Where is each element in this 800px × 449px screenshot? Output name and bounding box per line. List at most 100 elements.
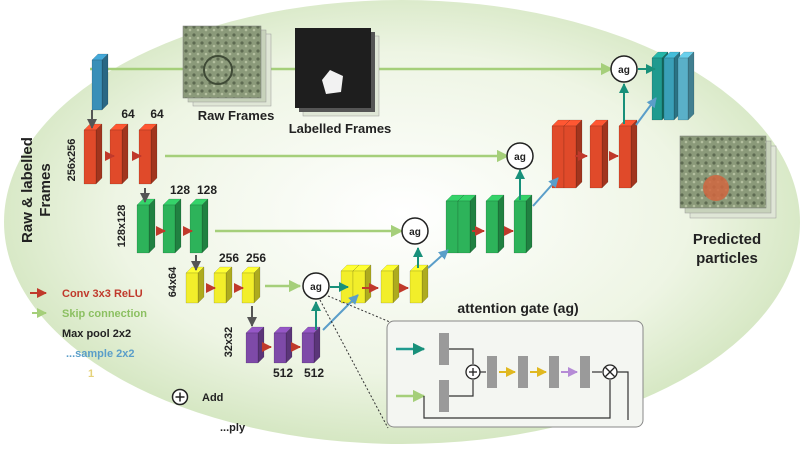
channel-label: 256 [219, 251, 239, 265]
side-title: Raw & labelled Frames [19, 137, 54, 243]
svg-text:ag: ag [409, 227, 421, 238]
inset-block [439, 333, 449, 365]
attention-gate-2: ag [506, 142, 534, 170]
svg-text:Frames: Frames [37, 163, 54, 216]
resolution-label-32: 32x32 [223, 327, 235, 358]
feature-block-24-front [651, 57, 663, 121]
attention-gate-4: ag [302, 272, 330, 300]
feature-block-2-side [150, 123, 158, 185]
feature-block-23-side [630, 119, 638, 189]
legend-upsample: ...sample 2x2 [66, 348, 135, 360]
feature-block-14-side [392, 264, 400, 304]
feature-block-2-front [138, 129, 152, 185]
feature-block-10-front [273, 332, 287, 364]
legend-multiply: ...ply [220, 422, 246, 434]
feature-block-15-front [409, 270, 423, 304]
labelled-frames-stack [295, 28, 380, 117]
predicted-particles-stack [679, 135, 777, 219]
feature-block-0-side [95, 123, 103, 185]
inset-block [549, 356, 559, 388]
inset-block [580, 356, 590, 388]
inset-block [518, 356, 528, 388]
raw-frames-stack [182, 25, 272, 107]
feature-block-4-front [162, 204, 176, 254]
feature-block-19-front [513, 200, 527, 254]
maxpool-arrows [87, 110, 257, 327]
feature-block-27-side [101, 53, 109, 111]
inset-title: attention gate (ag) [457, 300, 578, 316]
channel-label: 128 [197, 183, 217, 197]
output-label-line1: Predicted [693, 231, 761, 248]
channel-label: 512 [304, 366, 324, 380]
feature-block-8-front [241, 272, 255, 304]
channel-label: 64 [150, 107, 164, 121]
feature-block-4-side [174, 198, 182, 254]
feature-block-0-front [83, 129, 97, 185]
upsample-arrows [322, 97, 657, 331]
feature-block-16-front [445, 200, 459, 254]
feature-block-1-front [109, 129, 123, 185]
feature-block-15-side [421, 264, 429, 304]
legend-conv: Conv 3x3 ReLU [62, 288, 143, 300]
feature-block-9-front [245, 332, 259, 364]
attention-gate-inset: attention gate (ag) [386, 300, 644, 428]
resolution-label-256: 256x256 [66, 139, 78, 182]
feature-block-21-front [563, 125, 577, 189]
feature-block-7-side [225, 266, 233, 304]
inset-block [487, 356, 497, 388]
svg-text:ag: ag [618, 65, 630, 76]
resolution-label-64: 64x64 [167, 266, 179, 297]
feature-block-14-front [380, 270, 394, 304]
channel-label: 64 [121, 107, 135, 121]
feature-block-6-side [197, 266, 205, 304]
feature-block-6-front [185, 272, 199, 304]
feature-block-5-side [201, 198, 209, 254]
feature-block-27-front [91, 59, 103, 111]
output-label-line2: particles [696, 250, 758, 267]
inset-block [439, 380, 449, 412]
svg-text:ag: ag [310, 282, 322, 293]
raw-frames-label: Raw Frames [198, 108, 275, 123]
feature-block-9-side [257, 326, 265, 364]
legend-add: Add [202, 392, 223, 404]
feature-block-3-front [136, 204, 150, 254]
feature-block-17-side [469, 194, 477, 254]
feature-block-23-front [618, 125, 632, 189]
svg-text:Raw & labelled: Raw & labelled [19, 137, 36, 243]
channel-label: 256 [246, 251, 266, 265]
channel-label: 128 [170, 183, 190, 197]
channel-label: 512 [273, 366, 293, 380]
conv-arrows [105, 151, 619, 352]
legend: Conv 3x3 ReLU Skip connection Max pool 2… [30, 288, 246, 434]
feature-block-22-front [589, 125, 603, 189]
feature-block-8-side [253, 266, 261, 304]
callout-lines [319, 295, 391, 429]
feature-block-3-side [148, 198, 156, 254]
gate-output-arrows [311, 64, 656, 330]
feature-block-7-front [213, 272, 227, 304]
resolution-label-128: 128x128 [116, 205, 128, 248]
attention-gate-3: ag [401, 217, 429, 245]
feature-block-17-front [457, 200, 471, 254]
feature-block-25-front [663, 57, 675, 121]
legend-maxpool: Max pool 2x2 [62, 328, 131, 340]
feature-block-11-side [313, 326, 321, 364]
feature-block-1-side [121, 123, 129, 185]
feature-block-13-side [364, 264, 372, 304]
feature-block-26-front [677, 57, 689, 121]
feature-block-18-front [485, 200, 499, 254]
labelled-frames-label: Labelled Frames [289, 121, 392, 136]
feature-block-19-side [525, 194, 533, 254]
feature-block-26-side [687, 51, 695, 121]
feature-block-5-front [189, 204, 203, 254]
feature-block-10-side [285, 326, 293, 364]
svg-text:ag: ag [514, 152, 526, 163]
attention-gate-1: ag [610, 55, 638, 83]
feature-blocks [83, 51, 695, 364]
legend-truncated: 1 [88, 368, 94, 380]
legend-skip: Skip connection [62, 308, 147, 320]
feature-block-18-side [497, 194, 505, 254]
feature-block-11-front [301, 332, 315, 364]
feature-block-21-side [575, 119, 583, 189]
